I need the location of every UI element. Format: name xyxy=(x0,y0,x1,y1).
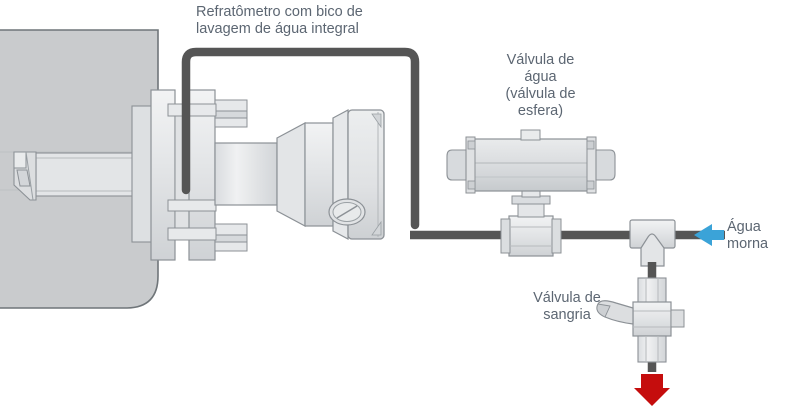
flange-bolt-bottom xyxy=(214,223,248,252)
label-warm-water: Água morna xyxy=(727,219,769,252)
gauge-icon xyxy=(328,198,366,226)
label-bleed-valve: Válvula de sangria xyxy=(533,290,601,323)
wash-nozzle-pipe xyxy=(181,47,420,230)
flange-bolt-top xyxy=(214,99,248,128)
ball-valve-actuator xyxy=(446,129,616,257)
tee-fitting xyxy=(629,219,676,267)
bleed-valve-handle[interactable] xyxy=(596,300,634,325)
refractometer-head xyxy=(214,109,385,240)
warm-water-inlet-arrow xyxy=(694,224,724,246)
probe xyxy=(13,151,163,201)
bleed-valve xyxy=(596,262,685,372)
label-water-valve: Válvula de água (válvula de esfera) xyxy=(505,52,576,119)
drain-arrow xyxy=(634,374,670,406)
label-refractometer: Refratômetro com bico de lavagem de água… xyxy=(196,4,363,37)
